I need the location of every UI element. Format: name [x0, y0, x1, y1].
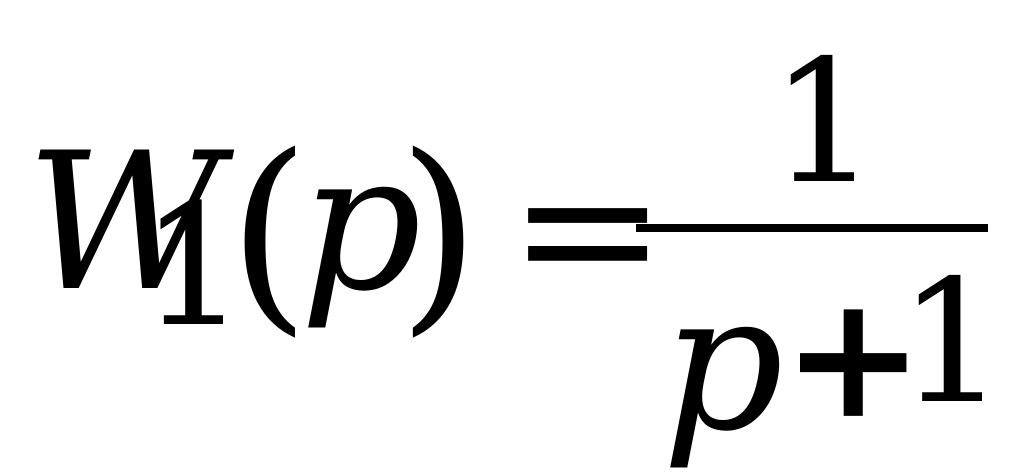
plus-sign: +: [782, 257, 925, 457]
function-argument: p: [300, 112, 422, 333]
fraction-numerator: 1: [770, 24, 879, 222]
function-subscript: 1: [140, 168, 247, 364]
fraction-bar: [636, 224, 988, 232]
denominator-variable: p: [662, 252, 784, 473]
left-parenthesis: (: [228, 110, 310, 355]
function-symbol: W: [26, 112, 222, 333]
denominator-constant: 1: [898, 244, 1007, 442]
right-parenthesis: ): [398, 110, 480, 355]
